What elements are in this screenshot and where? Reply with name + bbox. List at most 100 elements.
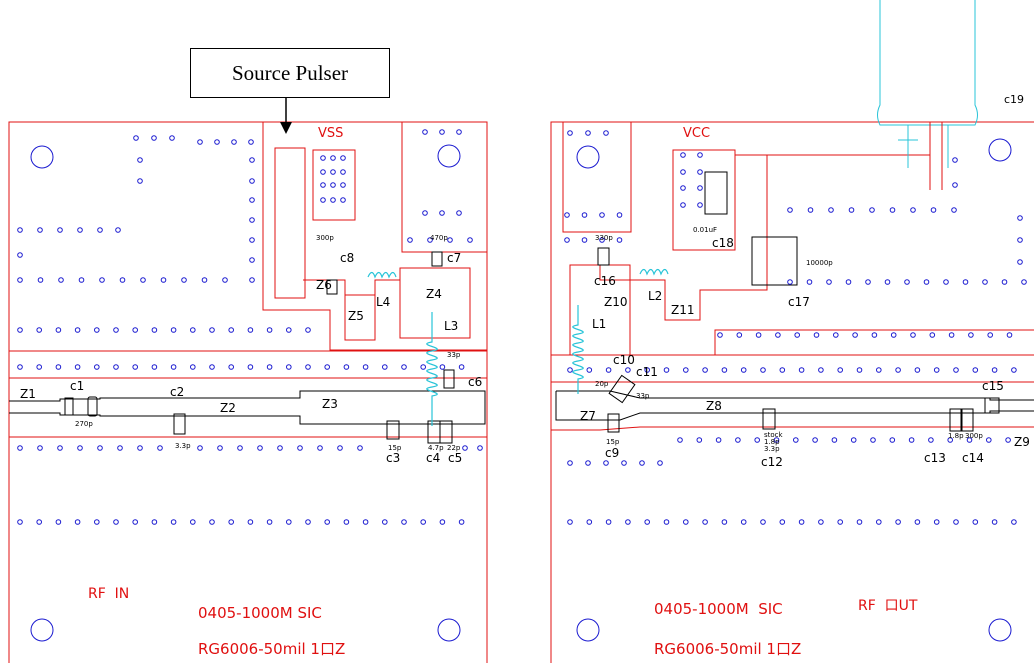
c18-label: c18: [712, 236, 734, 250]
left-c1-pad: [87, 396, 98, 417]
right-vcc-trace: [735, 122, 931, 156]
c2-label: c2: [170, 385, 184, 399]
via: [826, 279, 832, 285]
via: [77, 445, 83, 451]
via: [621, 460, 627, 466]
via: [137, 157, 143, 163]
via: [697, 202, 703, 208]
via: [754, 437, 761, 443]
via: [818, 367, 824, 373]
via: [330, 155, 336, 161]
via: [113, 519, 119, 525]
via: [427, 237, 433, 243]
left-board: VSS Z1 c1 270p c2 3.3p Z2 Z3 15p c3 4.7p…: [8, 121, 488, 663]
via: [209, 364, 215, 370]
via: [340, 155, 346, 161]
via: [567, 519, 573, 525]
via: [97, 445, 103, 451]
via: [113, 327, 119, 333]
via: [904, 279, 910, 285]
via: [581, 212, 588, 218]
via: [257, 445, 263, 451]
via: [462, 445, 468, 451]
right-part-number: 0405-1000M SIC: [654, 600, 783, 618]
via: [132, 327, 138, 333]
via: [914, 519, 921, 525]
via: [567, 130, 573, 136]
right-substrate: RG6006-50mil 1口Z: [654, 640, 801, 658]
callout-label: Source Pulser: [231, 60, 349, 85]
via: [477, 445, 483, 451]
via: [972, 519, 979, 525]
c9-box: [607, 413, 620, 433]
via: [1005, 437, 1011, 443]
via: [564, 237, 570, 243]
right-microstrip-trace-bottom: [555, 391, 1034, 421]
l1-label: L1: [592, 317, 606, 331]
c19-capacitor-body: [877, 0, 978, 126]
c11-label: c11: [636, 365, 658, 379]
via: [953, 519, 959, 525]
via: [94, 327, 100, 333]
via: [702, 367, 708, 373]
right-vcc-block: [672, 149, 736, 251]
via: [818, 519, 824, 525]
via: [943, 279, 949, 285]
via: [644, 519, 651, 525]
c7-value: 470p: [430, 234, 448, 242]
via: [320, 155, 326, 161]
via: [856, 519, 863, 525]
via: [266, 364, 273, 370]
via: [928, 437, 934, 443]
right-c16-block: [562, 121, 632, 233]
via: [117, 445, 123, 451]
via: [458, 364, 465, 370]
via: [266, 519, 273, 525]
via: [951, 207, 957, 213]
l2-coil: [639, 268, 669, 276]
via: [677, 437, 683, 443]
via: [340, 197, 346, 203]
via: [420, 519, 427, 525]
via: [735, 437, 741, 443]
via: [948, 332, 955, 338]
via: [982, 279, 988, 285]
via: [382, 364, 388, 370]
via: [910, 332, 916, 338]
z6-label: Z6: [316, 278, 332, 292]
via: [209, 327, 215, 333]
c6-value: 33p: [447, 351, 461, 359]
via: [17, 445, 23, 451]
via: [910, 207, 916, 213]
via: [962, 279, 969, 285]
via: [850, 437, 857, 443]
c9-label: c9: [605, 446, 619, 460]
via: [249, 237, 255, 243]
c14-value: 300p: [965, 432, 983, 440]
rf-out-label: RF 口UT: [858, 598, 918, 614]
via: [140, 277, 146, 283]
left-c8-block: [312, 149, 356, 221]
via: [214, 139, 220, 145]
via: [585, 460, 591, 466]
via: [247, 519, 254, 525]
via: [1021, 279, 1027, 285]
via: [94, 519, 100, 525]
via: [340, 169, 346, 175]
via: [170, 519, 177, 525]
c3-label: c3: [386, 451, 400, 465]
via: [249, 197, 255, 203]
via: [362, 519, 369, 525]
via: [680, 169, 686, 175]
via: [17, 364, 23, 370]
via: [228, 364, 234, 370]
via: [837, 519, 844, 525]
z5-label: Z5: [348, 309, 364, 323]
via: [297, 445, 303, 451]
via: [947, 437, 954, 443]
via: [228, 327, 234, 333]
via: [1001, 279, 1008, 285]
left-z6-stub: [274, 147, 306, 299]
via: [55, 364, 62, 370]
via: [895, 367, 901, 373]
